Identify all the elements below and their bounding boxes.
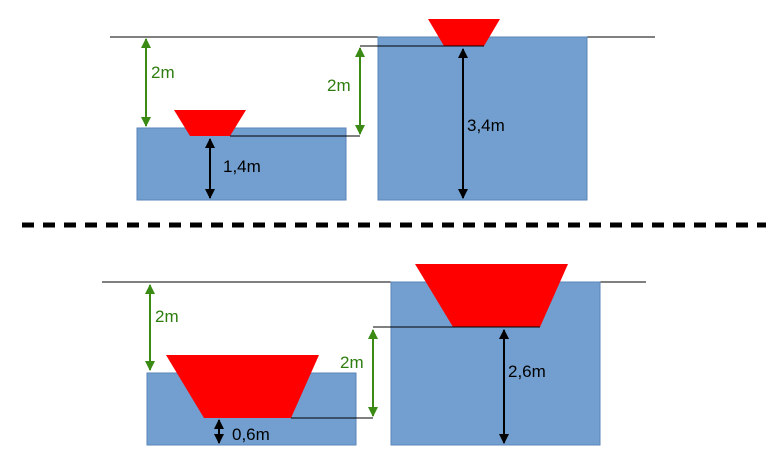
top-left-boat	[174, 110, 246, 136]
bottom-right-depth-label: 2,6m	[508, 362, 546, 381]
top-left-depth-label: 1,4m	[223, 157, 261, 176]
bottom-left-height-label: 2m	[155, 307, 179, 326]
bottom-left-boat	[166, 355, 319, 418]
top-left-height-label: 2m	[151, 63, 175, 82]
bottom-scenario: 2m 2m 0,6m 2,6m	[102, 264, 646, 446]
bottom-right-boat	[415, 264, 568, 327]
top-left-basin	[136, 127, 347, 201]
top-right-boat	[428, 19, 500, 46]
top-scenario: 2m 2m 1,4m 3,4m	[110, 19, 655, 201]
top-right-height-label: 2m	[327, 76, 351, 95]
bottom-left-depth-label: 0,6m	[232, 425, 270, 444]
top-right-basin	[377, 36, 588, 201]
bottom-right-height-label: 2m	[340, 353, 364, 372]
top-right-depth-label: 3,4m	[467, 116, 505, 135]
